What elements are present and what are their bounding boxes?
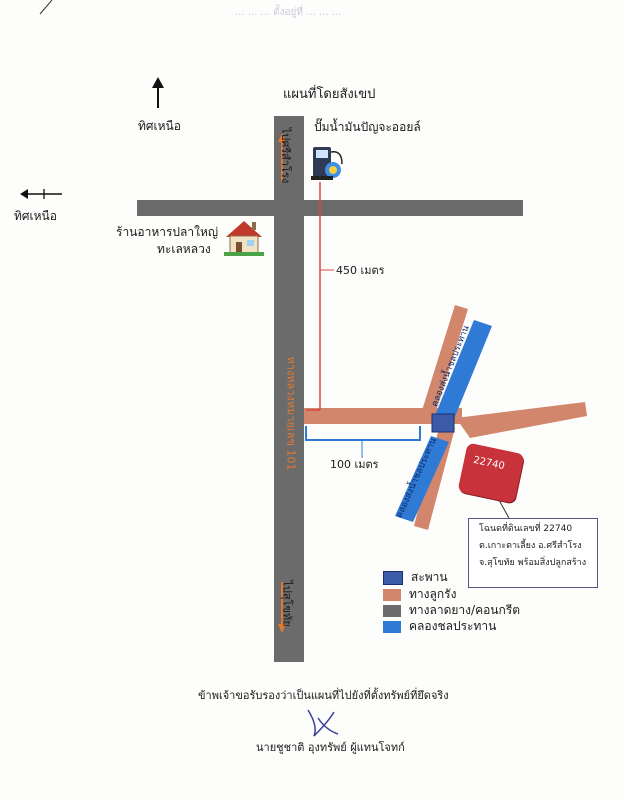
road-label-to-north: ไปศรีสำโรง [279,127,293,184]
north-arrow-left-icon [20,189,62,199]
legend-item-laterite: ทางลูกรัง [383,585,456,604]
cross-road [137,200,523,216]
legend-item-canal: คลองชลประทาน [383,617,496,636]
gas-station-label: ปั๊มน้ำมันปัญจะออยล์ [314,120,421,134]
north-label-left: ทิศเหนือ [14,209,57,223]
deed-info-box: โฉนดที่ดินเลขที่ 22740 ต.เกาะตาเลี้ยง อ.… [468,518,598,588]
canal-upper [434,320,492,424]
highway-label: ทางหลวงหมายเลข 101 [284,356,298,471]
legend-item-bridge: สะพาน [383,568,448,587]
house-icon [224,221,264,256]
legend-label-laterite: ทางลูกรัง [409,587,457,601]
distance-100-line [305,426,421,458]
deed-line-1: โฉนดที่ดินเลขที่ 22740 [479,524,573,534]
certification-text: ข้าพเจ้าขอรับรองว่าเป็นแผนที่ไปยังที่ตั้… [198,689,449,702]
legend-swatch-asphalt [383,604,401,617]
distance-450-label: 450 เมตร [336,264,385,277]
laterite-road-east [456,402,587,438]
legend-label-asphalt: ทางลาดยาง/คอนกรีต [409,603,521,617]
arrow-to-south-icon [278,582,286,633]
legend-swatch-bridge [383,570,403,585]
map-title: แผนที่โดยสังเขป [283,87,376,102]
legend-label-canal: คลองชลประทาน [409,619,497,633]
canal-lower [395,436,449,522]
north-label-top: ทิศเหนือ [138,119,181,133]
legend-swatch-laterite [383,588,401,601]
legend-label-bridge: สะพาน [411,570,448,584]
legend-swatch-canal [383,620,401,633]
arrow-to-north-icon [278,133,286,182]
distance-450-line [306,182,334,411]
legend-item-asphalt: ทางลาดยาง/คอนกรีต [383,601,520,620]
road-label-to-south: ไปสุโขทัย [280,580,294,627]
corner-mark [39,0,53,15]
deed-line-2: ต.เกาะตาเลี้ยง อ.ศรีสำโรง [479,541,582,551]
signer-text: นายชูชาติ อุงทรัพย์ ผู้แทนโจทก์ [256,741,405,754]
signature-icon [307,709,339,737]
distance-100-label: 100 เมตร [330,458,379,471]
faint-header: ... ... ... ตั้งอยู่ที่ ... ... ... [235,7,342,18]
bridge-icon [431,413,455,433]
deed-line-3: จ.สุโขทัย พร้อมสิ่งปลูกสร้าง [479,558,587,568]
north-arrow-up-icon [152,77,164,108]
restaurant-label-line1: ร้านอาหารปลาใหญ่ [116,225,219,239]
gas-pump-icon [311,147,343,180]
laterite-road-north [419,305,468,424]
restaurant-label-line2: ทะเลหลวง [157,242,211,256]
